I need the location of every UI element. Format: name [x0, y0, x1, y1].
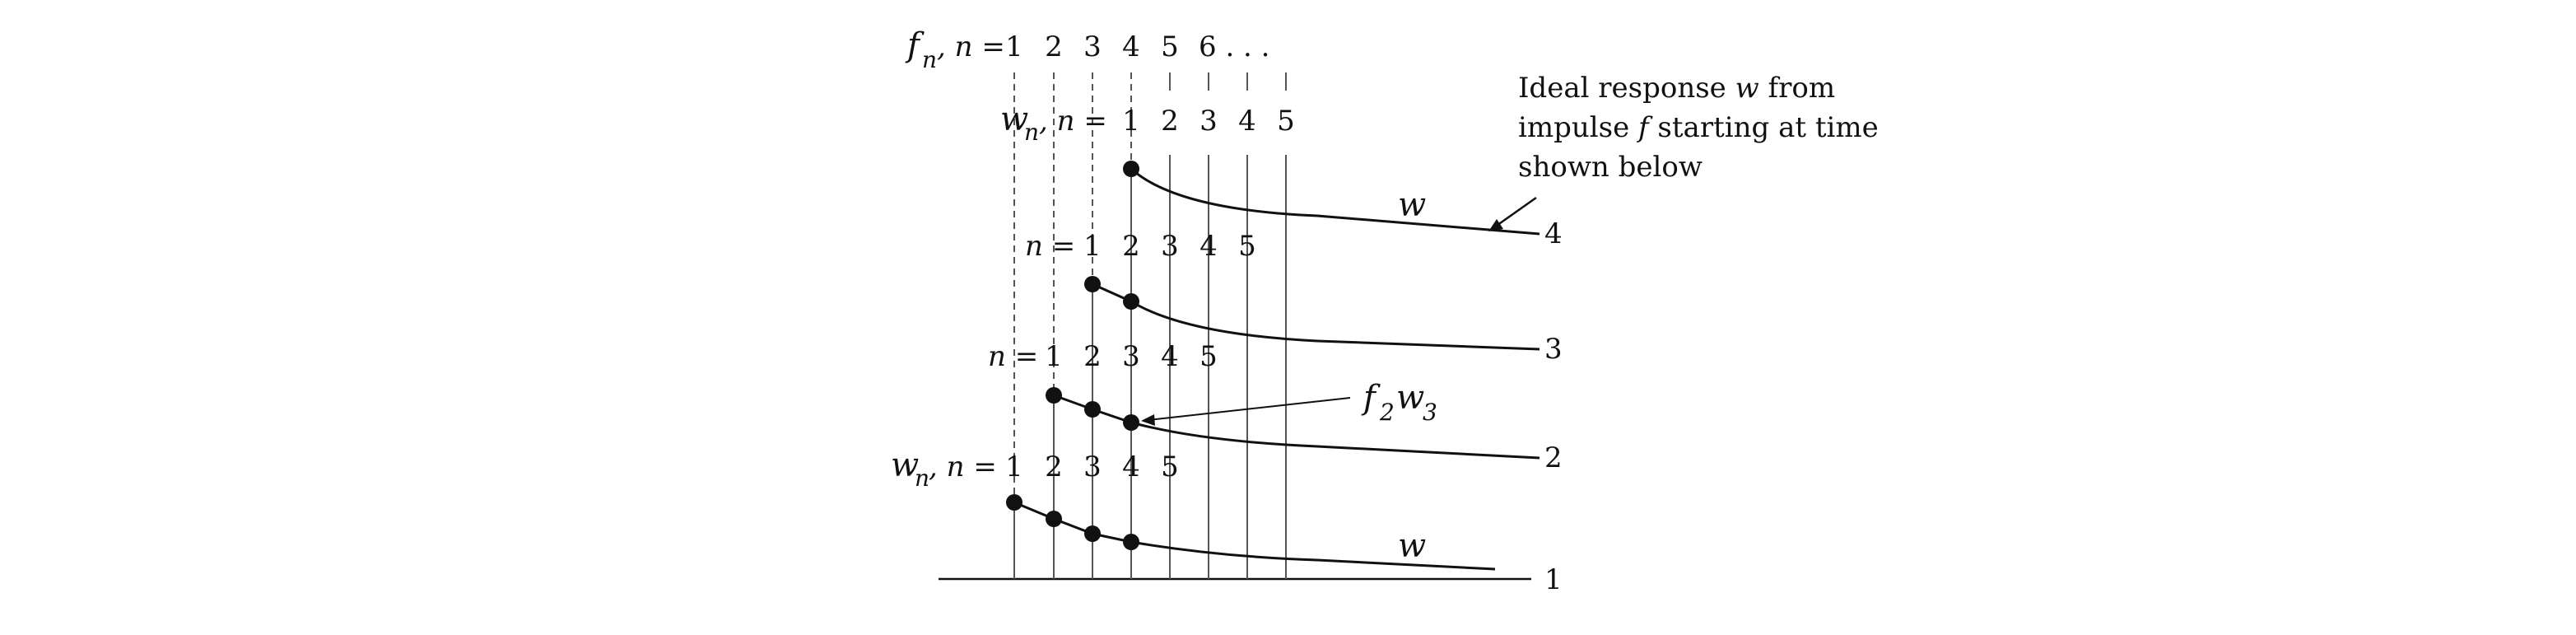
row-label-2: 2 — [1544, 441, 1563, 474]
annotation-line1-plain: Ideal response — [1518, 72, 1735, 105]
row2-number-2: 2 — [1083, 340, 1102, 373]
row3-number-1: 1 — [1083, 230, 1102, 263]
product-arrow-head — [1141, 414, 1155, 426]
row-label-3: 3 — [1544, 333, 1563, 366]
annotation-line-1: Ideal response w from — [1518, 72, 1835, 105]
row1-number-1: 1 — [1005, 451, 1023, 483]
dot-row3-n2 — [1123, 293, 1139, 310]
row3-number-5: 5 — [1238, 230, 1256, 263]
product-f: f — [1361, 379, 1381, 417]
row3-number-2: 2 — [1122, 230, 1140, 263]
fn-subscript: n — [922, 46, 937, 73]
response-curve-3 — [1092, 282, 1540, 351]
annotation-line2-rest: starting at time — [1649, 111, 1879, 144]
row3-number-4: 4 — [1199, 230, 1218, 263]
fn-number-1: 1 — [1005, 30, 1023, 63]
row2-number-5: 5 — [1199, 340, 1218, 373]
annotation-line1-rest: from — [1759, 72, 1835, 105]
row1-number-5: 5 — [1161, 451, 1179, 483]
fn-number-3: 3 — [1083, 30, 1102, 63]
product-f-subscript: 2 — [1379, 399, 1395, 426]
row4-number-2: 2 — [1161, 105, 1179, 138]
row2-labels: n = 1 2 3 4 5 — [988, 340, 1218, 373]
dot-row1-n1 — [1006, 494, 1022, 511]
row4-w-symbol: w — [1000, 100, 1028, 138]
annotation-arrow-head — [1488, 219, 1503, 231]
dot-row2-n2 — [1084, 401, 1101, 418]
fn-number-4: 4 — [1122, 30, 1140, 63]
row3-number-3: 3 — [1161, 230, 1179, 263]
row2-number-3: 3 — [1122, 340, 1140, 373]
response-curve-4 — [1130, 167, 1540, 236]
product-w: w — [1396, 379, 1424, 417]
annotation-line-3: shown below — [1518, 151, 1703, 184]
annotation-ideal-response: Ideal response w from impulse f starting… — [1518, 72, 1879, 184]
row1-equals: , n = — [929, 451, 997, 483]
row4-equals: , n = — [1039, 105, 1107, 138]
fn-number-5: 5 — [1161, 30, 1179, 63]
annotation-arrow-line — [1493, 196, 1537, 229]
row3-prefix: n = — [1025, 230, 1075, 263]
dot-row1-n3 — [1084, 525, 1101, 542]
product-arrow-line — [1148, 397, 1351, 421]
dot-row2-n1 — [1046, 387, 1062, 404]
row4-number-5: 5 — [1277, 105, 1295, 138]
row1-number-2: 2 — [1045, 451, 1063, 483]
fn-number-2: 2 — [1045, 30, 1063, 63]
fn-number-6: 6 . . . — [1199, 30, 1269, 63]
row1-wn-labels: w n , n = 1 2 3 4 5 — [891, 446, 1179, 492]
product-w-subscript: 3 — [1423, 399, 1437, 426]
row-label-1: 1 — [1544, 563, 1563, 596]
row2-prefix: n = — [988, 340, 1038, 373]
row-label-4: 4 — [1544, 217, 1563, 250]
curve-w-label-bottom: w — [1398, 527, 1426, 565]
fn-equals: , n = — [937, 30, 1005, 63]
row4-number-3: 3 — [1199, 105, 1218, 138]
curve-w-label-top: w — [1398, 186, 1426, 224]
row2-number-4: 4 — [1161, 340, 1179, 373]
row1-number-4: 4 — [1122, 451, 1140, 483]
dot-row4-n1 — [1123, 161, 1139, 177]
row4-w-subscript: n — [1024, 119, 1039, 146]
header-fn-row: f n , n = 1 2 3 4 5 6 . . . — [905, 26, 1269, 73]
dot-row2-n3 — [1123, 414, 1139, 431]
dot-row3-n1 — [1084, 276, 1101, 292]
row3-labels: n = 1 2 3 4 5 — [1025, 230, 1256, 263]
row1-number-3: 3 — [1083, 451, 1102, 483]
row2-number-1: 1 — [1045, 340, 1063, 373]
annotation-line2-plain: impulse — [1518, 111, 1638, 144]
dot-row1-n4 — [1123, 534, 1139, 550]
row1-w-subscript: n — [915, 465, 929, 492]
annotation-line-2: impulse f starting at time — [1518, 111, 1879, 144]
product-label-f2w3: f 2 w 3 — [1361, 379, 1437, 426]
dot-row1-n2 — [1046, 511, 1062, 527]
annotation-line1-italic: w — [1735, 72, 1759, 105]
row4-wn-labels: w n , n = 1 2 3 4 5 — [1000, 100, 1295, 146]
row4-number-1: 1 — [1122, 105, 1140, 138]
row1-w-symbol: w — [891, 446, 919, 484]
row4-number-4: 4 — [1238, 105, 1256, 138]
